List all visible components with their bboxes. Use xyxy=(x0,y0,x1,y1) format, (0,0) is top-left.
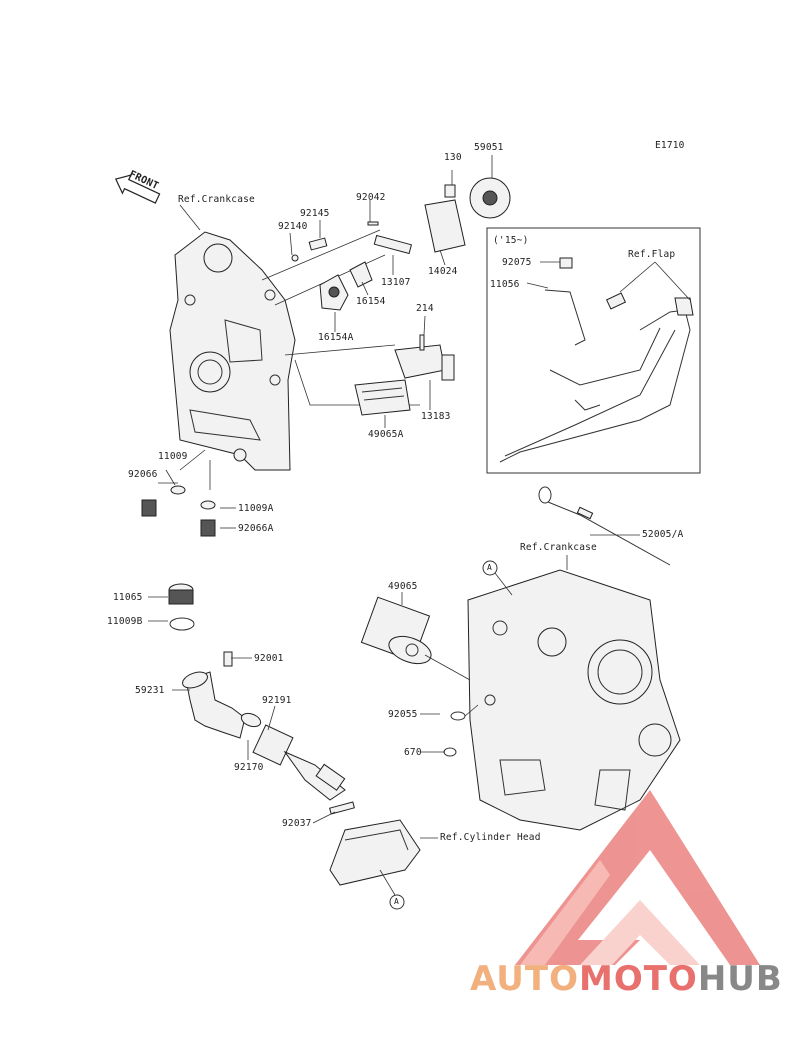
part-label-49065: 49065 xyxy=(388,581,418,592)
oil-filter xyxy=(360,596,471,681)
part-label-92075: 92075 xyxy=(502,257,532,268)
part-label-92066A: 92066A xyxy=(238,523,274,534)
inset-title: ('15~) xyxy=(493,235,529,246)
marker-a-bottom-label: A xyxy=(394,897,400,906)
front-arrow-icon xyxy=(114,174,161,204)
watermark-text: AUTOMOTOHUB xyxy=(470,962,783,996)
oil-filler-assembly xyxy=(168,583,421,896)
flap-assembly xyxy=(499,257,694,463)
part-label-16154: 16154 xyxy=(356,296,386,307)
watermark-moto: MOTO xyxy=(578,959,698,999)
part-label-13107: 13107 xyxy=(381,277,411,288)
part-label-92066: 92066 xyxy=(128,469,158,480)
part-label-11009B: 11009B xyxy=(107,616,143,627)
inset-box xyxy=(486,227,701,474)
ref-crankcase-top: Ref.Crankcase xyxy=(178,194,255,205)
part-label-130: 130 xyxy=(444,152,462,163)
marker-a-top-label: A xyxy=(487,563,493,572)
watermark-hub: HUB xyxy=(697,959,783,999)
marker-a-bottom xyxy=(389,894,405,910)
right-crankcase xyxy=(467,569,681,831)
part-label-92042: 92042 xyxy=(356,192,386,203)
part-label-92001: 92001 xyxy=(254,653,284,664)
part-label-92140: 92140 xyxy=(278,221,308,232)
drain-plugs xyxy=(141,485,216,537)
marker-a-top xyxy=(482,560,513,596)
leader-lines xyxy=(148,155,691,839)
diagram-code: E1710 xyxy=(655,140,685,151)
part-label-92055: 92055 xyxy=(388,709,418,720)
ref-cylinder-head: Ref.Cylinder Head xyxy=(440,832,541,843)
left-crankcase-housing xyxy=(169,231,296,471)
part-label-92037: 92037 xyxy=(282,818,312,829)
part-label-92145: 92145 xyxy=(300,208,330,219)
part-label-214: 214 xyxy=(416,303,434,314)
part-label-11056: 11056 xyxy=(490,279,520,290)
watermark-auto: AUTO xyxy=(470,959,579,999)
pump-parts xyxy=(291,177,511,416)
dipstick xyxy=(538,486,671,566)
ref-crankcase-right: Ref.Crankcase xyxy=(520,542,597,553)
part-label-11009: 11009 xyxy=(158,451,188,462)
part-label-49065A: 49065A xyxy=(368,429,404,440)
part-label-13183: 13183 xyxy=(421,411,451,422)
part-label-14024: 14024 xyxy=(428,266,458,277)
watermark-logo xyxy=(515,790,760,965)
ref-flap: Ref.Flap xyxy=(628,249,676,260)
part-label-92191: 92191 xyxy=(262,695,292,706)
o-rings xyxy=(443,704,479,757)
part-label-92170: 92170 xyxy=(234,762,264,773)
part-label-11009A: 11009A xyxy=(238,503,274,514)
part-label-59051: 59051 xyxy=(474,142,504,153)
part-label-59231: 59231 xyxy=(135,685,165,696)
part-label-16154A: 16154A xyxy=(318,332,354,343)
part-label-670: 670 xyxy=(404,747,422,758)
part-label-52005A: 52005/A xyxy=(642,529,684,540)
part-label-11065: 11065 xyxy=(113,592,143,603)
